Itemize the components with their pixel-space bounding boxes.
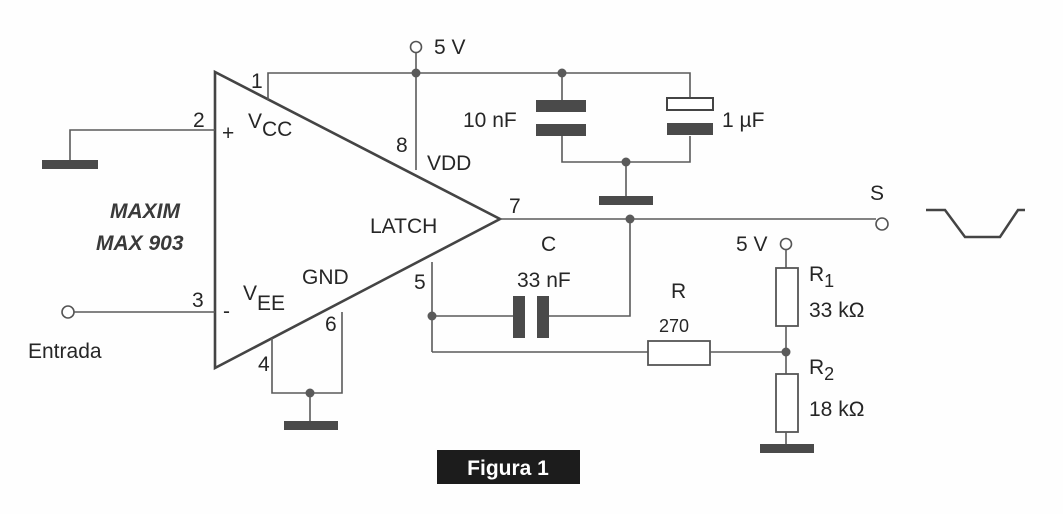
comparator-triangle bbox=[213, 69, 503, 371]
plus-input-label: + bbox=[222, 122, 234, 145]
pin2-ground-symbol bbox=[42, 160, 98, 169]
cap-1uf-label: 1 µF bbox=[722, 109, 764, 132]
pin2-wire bbox=[69, 129, 215, 160]
resistor-r1-body bbox=[775, 267, 799, 327]
cap-10nf-plate-top bbox=[536, 100, 586, 112]
cap-10nf-plate-bottom bbox=[536, 124, 586, 136]
cap-c-plate-right bbox=[537, 296, 549, 338]
chip-brand: MAXIM bbox=[110, 200, 181, 223]
cap-c-value: 33 nF bbox=[517, 269, 571, 292]
resistor-r2-value: 18 kΩ bbox=[809, 398, 864, 421]
pin-4-number: 4 bbox=[258, 353, 270, 376]
pin-8-number: 8 bbox=[396, 134, 408, 157]
latch-label: LATCH bbox=[370, 215, 437, 238]
cap-c-plate-left bbox=[513, 296, 525, 338]
resistor-r-body bbox=[647, 340, 711, 366]
pin-7-number: 7 bbox=[509, 195, 521, 218]
input-terminal bbox=[61, 305, 75, 319]
gnd-label: GND bbox=[302, 266, 349, 289]
resistor-r2-name: R2 bbox=[809, 356, 834, 384]
resistor-r-name: R bbox=[671, 280, 686, 303]
pin1-supply-wire bbox=[267, 72, 691, 100]
supply-label: 5 V bbox=[434, 36, 466, 59]
r2-ground-symbol bbox=[760, 444, 814, 453]
pin-2-number: 2 bbox=[193, 109, 205, 132]
output-waveform-icon bbox=[926, 208, 1025, 239]
cap-ground-symbol bbox=[599, 196, 653, 205]
input-label: Entrada bbox=[28, 340, 102, 363]
minus-input-label: - bbox=[223, 300, 230, 323]
cap-10nf-label: 10 nF bbox=[463, 109, 517, 132]
pin-1-number: 1 bbox=[251, 70, 263, 93]
figure-caption: Figura 1 bbox=[467, 457, 549, 480]
supply-label-r1: 5 V bbox=[736, 233, 768, 256]
cap-c-right-wire bbox=[549, 219, 631, 317]
output-terminal bbox=[875, 217, 889, 231]
resistor-r1-name: R1 bbox=[809, 263, 834, 291]
pin-5-number: 5 bbox=[414, 271, 426, 294]
resistor-r2-body bbox=[775, 373, 799, 433]
main-ground-symbol bbox=[284, 421, 338, 430]
pin-6-number: 6 bbox=[325, 313, 337, 336]
vee-label: VEE bbox=[243, 282, 285, 315]
resistor-r1-value: 33 kΩ bbox=[809, 299, 864, 322]
cap-c-name: C bbox=[541, 233, 556, 256]
figure-caption-box bbox=[437, 450, 580, 484]
cap-10nf-junction bbox=[557, 68, 567, 78]
pin-3-number: 3 bbox=[192, 289, 204, 312]
vcc-label: VCC bbox=[248, 110, 292, 141]
chip-model: MAX 903 bbox=[96, 232, 184, 255]
supply-terminal-r1 bbox=[779, 237, 793, 251]
vdd-label: VDD bbox=[427, 152, 471, 175]
resistor-r-value: 270 bbox=[659, 316, 689, 336]
cap-1uf-plate-top bbox=[666, 97, 714, 111]
supply-terminal bbox=[409, 40, 423, 54]
cap-1uf-plate-bottom bbox=[667, 123, 713, 135]
output-label: S bbox=[870, 182, 884, 205]
divider-junction bbox=[781, 347, 791, 357]
